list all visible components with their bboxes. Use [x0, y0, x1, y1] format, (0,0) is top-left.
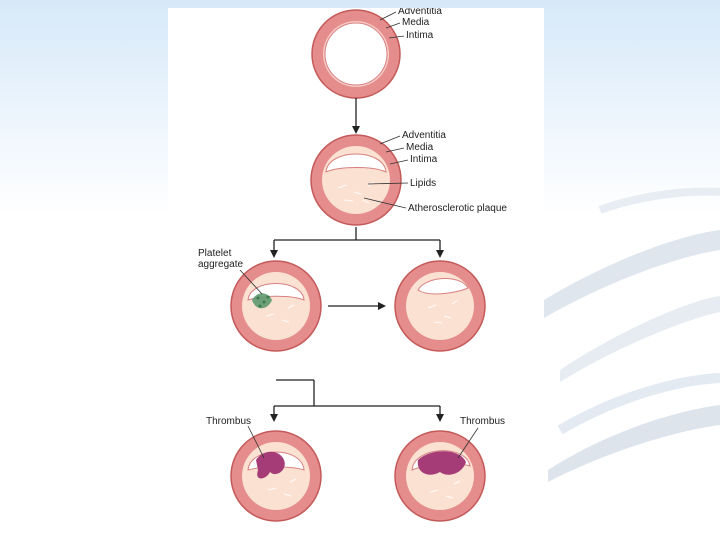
label-intima: Intima — [406, 30, 434, 41]
normal-artery — [311, 9, 401, 99]
label-platelet: Platelet — [198, 248, 232, 259]
label-adventitia-2: Adventitia — [402, 130, 446, 141]
branch-connector-1 — [273, 227, 441, 252]
arrow-down-icon — [436, 250, 444, 258]
arrow-down-icon — [436, 414, 444, 422]
label-media: Media — [402, 17, 430, 28]
label-media-2: Media — [406, 142, 434, 153]
atherosclerosis-diagram-panel: Adventitia Media Intima Adventitia Media — [168, 8, 544, 540]
artery-with-occlusive-thrombus — [394, 430, 486, 522]
artery-with-stable-plaque — [394, 260, 486, 352]
label-intima-2: Intima — [410, 154, 438, 165]
arrow-down-icon — [270, 250, 278, 258]
thrombus-leader-left — [247, 425, 265, 459]
label-thrombus-left: Thrombus — [206, 416, 251, 427]
label-adventitia: Adventitia — [398, 8, 442, 17]
arrow-down-icon — [352, 98, 360, 134]
artery-with-partial-thrombus — [230, 430, 322, 522]
label-leaders-stage1 — [379, 11, 405, 39]
label-thrombus-right: Thrombus — [460, 416, 505, 427]
arrow-down-icon — [270, 414, 278, 422]
arrow-right-icon — [328, 302, 386, 310]
thrombus-leader-right — [457, 427, 479, 459]
platelet-leader — [239, 269, 263, 295]
label-lipids: Lipids — [410, 178, 436, 189]
label-leaders-stage2 — [363, 135, 409, 209]
atherosclerosis-diagram: Adventitia Media Intima Adventitia Media — [198, 8, 507, 522]
branch-connector-2 — [273, 379, 441, 416]
label-aggregate: aggregate — [198, 259, 243, 270]
artery-with-platelet-aggregate — [230, 260, 322, 352]
artery-with-plaque — [310, 134, 402, 226]
label-atherosclerotic-plaque: Atherosclerotic plaque — [408, 203, 507, 214]
